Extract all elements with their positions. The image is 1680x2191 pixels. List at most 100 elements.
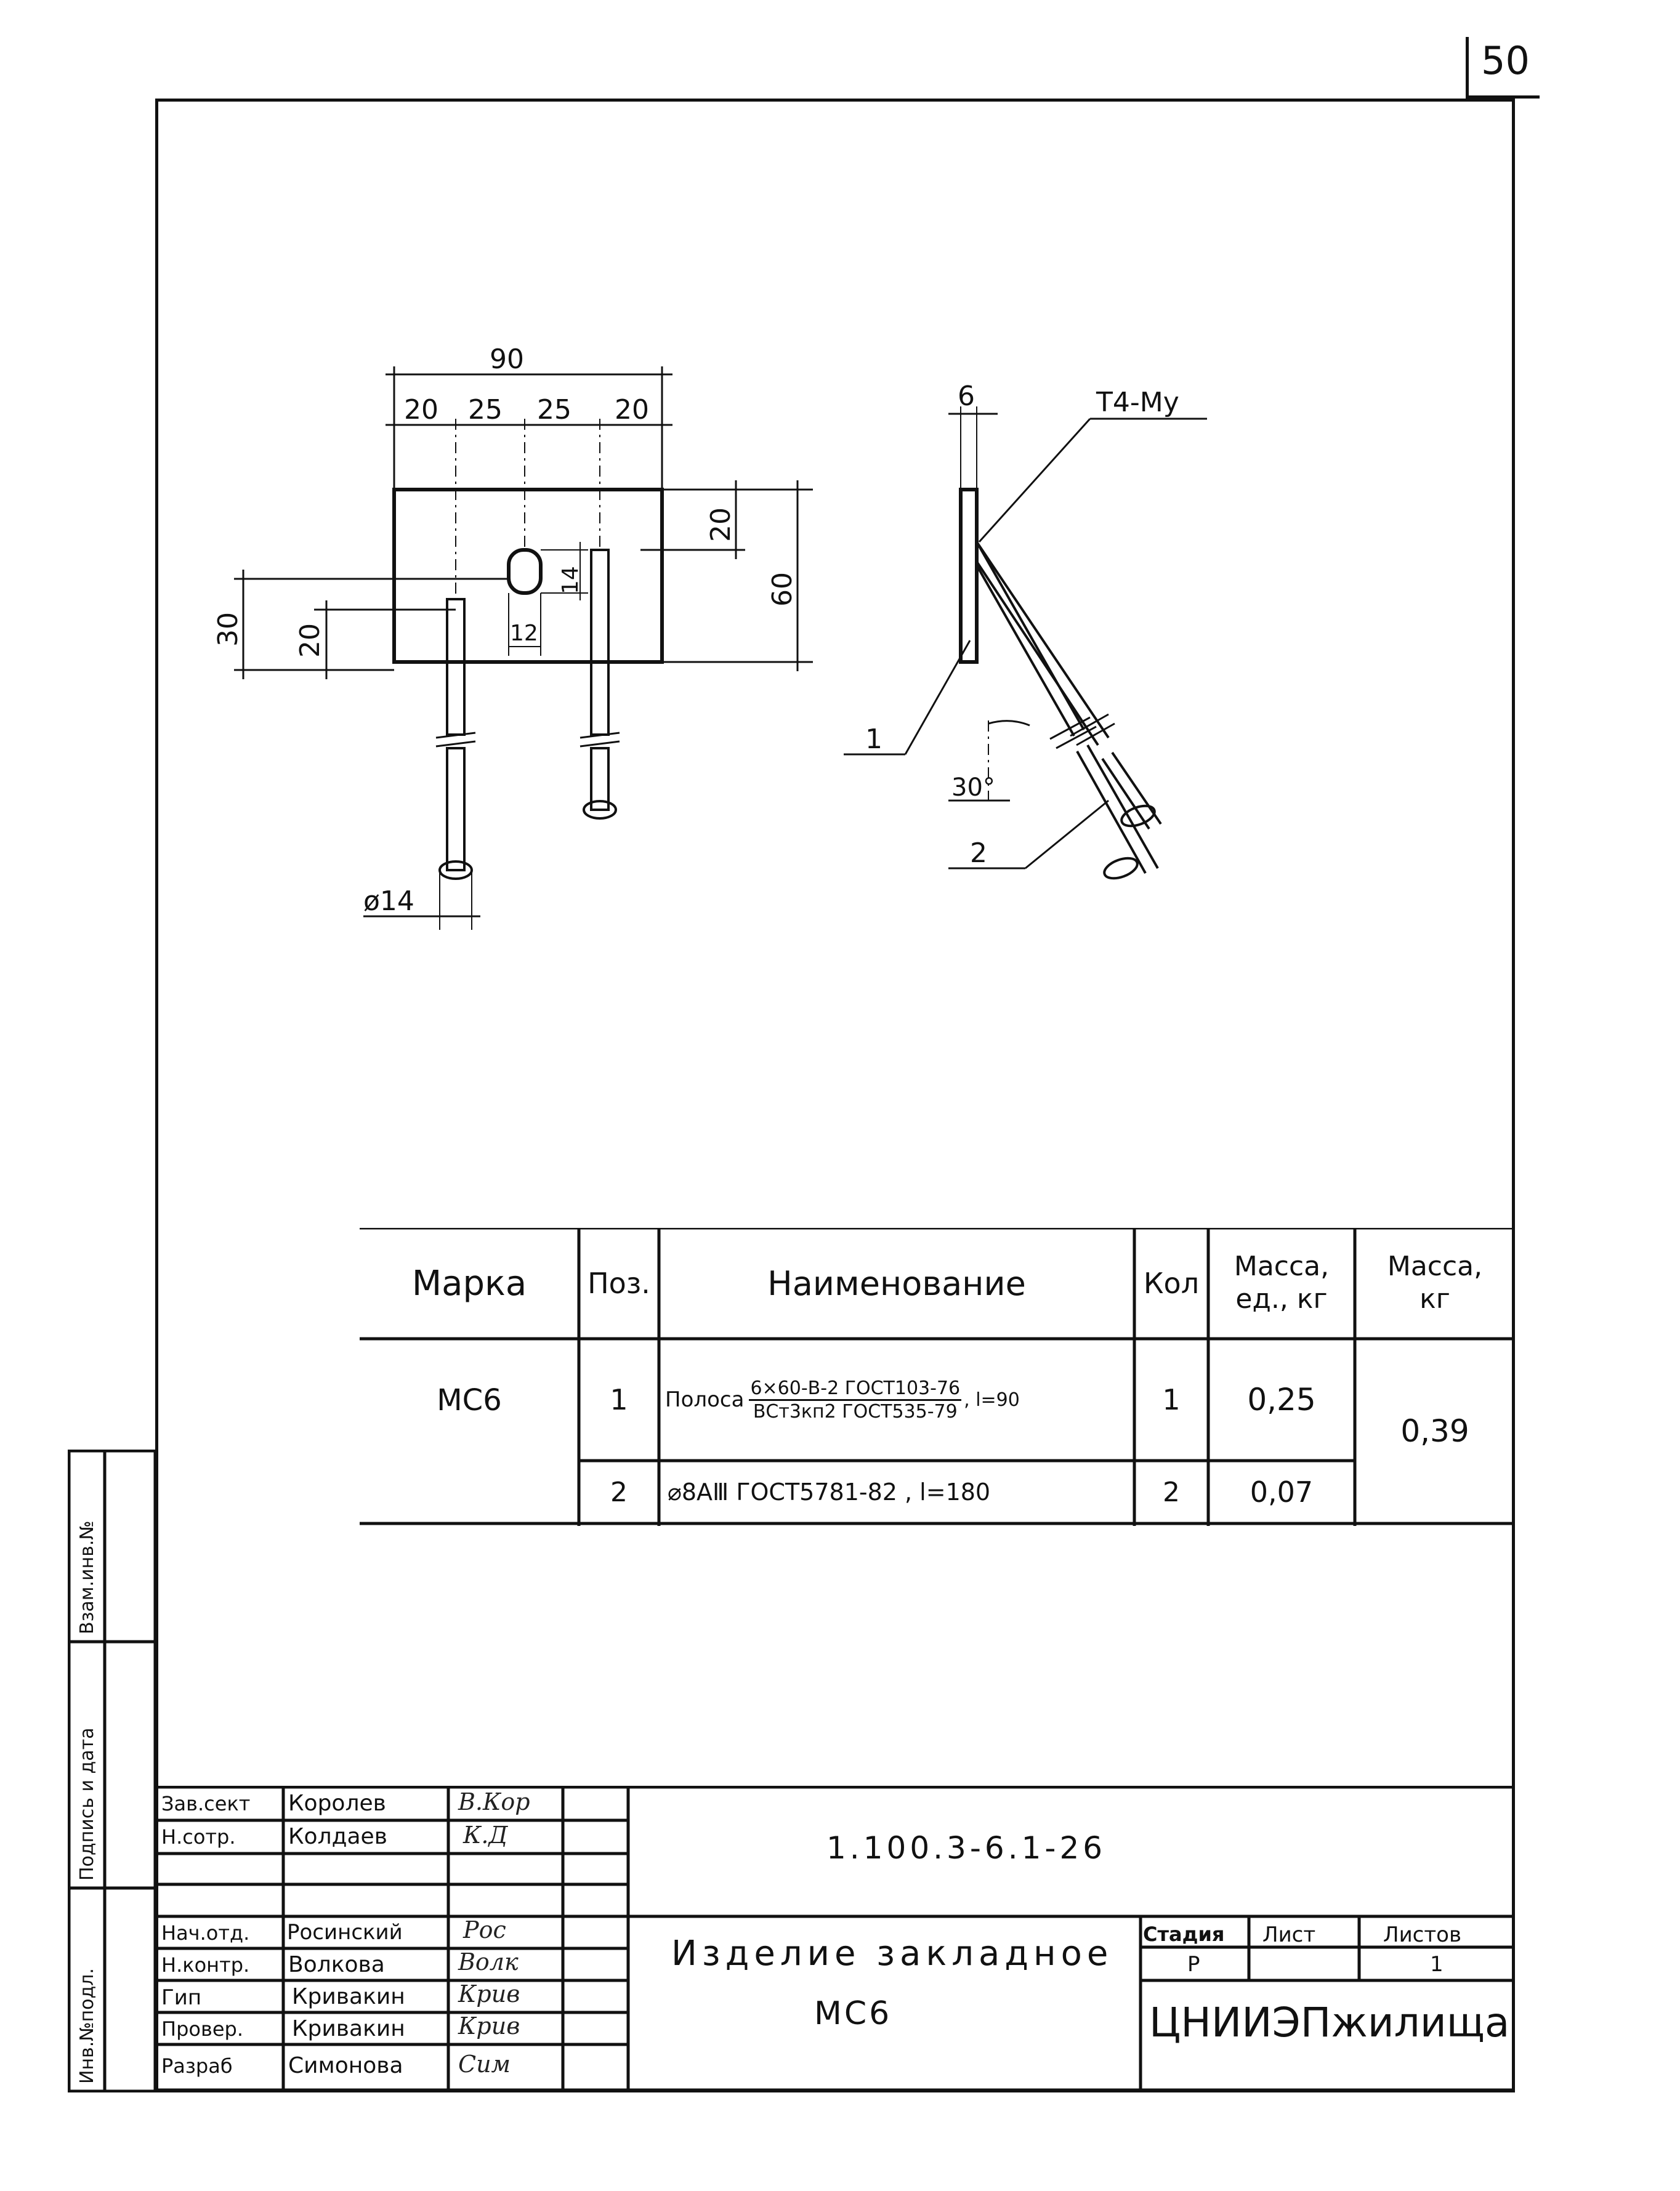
stage-label: Стадия bbox=[1143, 1923, 1225, 1946]
title-block: Зав.сект Королев В.Кор Н.сотр. Колдаев К… bbox=[155, 1786, 1515, 2092]
drawing-title-line1: Изделие закладное bbox=[671, 1934, 1113, 1974]
name-7: Симонова bbox=[288, 2053, 403, 2078]
dim-hole-height: 14 bbox=[558, 566, 583, 594]
technical-drawing: 90 20 25 25 20 12 ø14 20 60 30 20 14 bbox=[212, 344, 1207, 930]
row2-name: ⌀8АⅢ ГОСТ5781-82 , l=180 bbox=[659, 1461, 1134, 1523]
sheets-value: 1 bbox=[1430, 1952, 1444, 1977]
role-4: Н.контр. bbox=[161, 1953, 250, 1977]
row1-name-prefix: Полоса bbox=[665, 1387, 745, 1412]
row1-pos: 1 bbox=[579, 1339, 659, 1461]
role-6: Провер. bbox=[161, 2017, 243, 2041]
total-mass-value: 0,39 bbox=[1400, 1413, 1469, 1449]
plan-view bbox=[234, 366, 813, 930]
name-3: Росинский bbox=[287, 1920, 403, 1945]
role-5: Гип bbox=[161, 1985, 202, 2010]
side-stamp-replace-inv: Взам.инв.№ bbox=[76, 1520, 98, 1634]
spec-grid bbox=[360, 1228, 1515, 1526]
side-stamp-signature-date: Подпись и дата bbox=[76, 1727, 98, 1881]
callout-pos1: 1 bbox=[865, 724, 882, 755]
dim-left-outer: 30 bbox=[212, 612, 244, 647]
dim-top-offset: 20 bbox=[705, 507, 737, 542]
plan-dimension-labels: 90 20 25 25 20 12 ø14 20 60 30 20 14 bbox=[212, 344, 798, 917]
name-5: Кривакин bbox=[292, 1984, 405, 2009]
sheet-number-divider bbox=[1466, 37, 1469, 97]
cell-mark: МС6 bbox=[360, 1339, 579, 1462]
row1-pos-text: 1 bbox=[610, 1383, 628, 1416]
row2-name-text: ⌀8АⅢ ГОСТ5781-82 , l=180 bbox=[668, 1479, 991, 1506]
row1-qty: 1 bbox=[1134, 1339, 1208, 1461]
header-total-mass: Масса, кг bbox=[1355, 1228, 1515, 1339]
row2-unit-mass: 0,07 bbox=[1208, 1461, 1355, 1523]
header-mark-text: Марка bbox=[411, 1263, 527, 1304]
row1-name-numerator: 6×60-В-2 ГОСТ103-76 bbox=[749, 1378, 962, 1401]
sheet-number-underline bbox=[1466, 95, 1540, 99]
header-qty: Кол bbox=[1134, 1228, 1208, 1339]
row2-pos: 2 bbox=[579, 1461, 659, 1523]
header-total-mass-line2: кг bbox=[1420, 1283, 1450, 1315]
name-0: Королев bbox=[288, 1791, 386, 1816]
stage-value: Р bbox=[1187, 1952, 1200, 1977]
signature-6: Крив bbox=[458, 2012, 520, 2040]
header-name-text: Наименование bbox=[767, 1264, 1026, 1303]
dim-seg3: 25 bbox=[537, 394, 571, 426]
signature-5: Крив bbox=[458, 1980, 520, 2007]
title-block-grid bbox=[155, 1786, 1515, 2092]
dim-left-inner: 20 bbox=[294, 623, 326, 658]
side-view bbox=[844, 406, 1207, 880]
cell-total-mass: 0,39 bbox=[1355, 1339, 1515, 1523]
side-stamp-inv-number: Инв.№подл. bbox=[76, 1968, 98, 2084]
side-bar-end-1 bbox=[1120, 804, 1156, 828]
plate-outline bbox=[392, 488, 664, 664]
row1-name-fraction: 6×60-В-2 ГОСТ103-76 ВСт3кп2 ГОСТ535-79 bbox=[749, 1378, 962, 1422]
slot-hole bbox=[507, 548, 543, 595]
document-code: 1.100.3-6.1-26 bbox=[826, 1830, 1107, 1866]
header-qty-text: Кол bbox=[1143, 1267, 1200, 1300]
specification-table: Марка Поз. Наименование Кол Масса, ед., … bbox=[360, 1228, 1515, 1526]
weld-mark: Т4-Му bbox=[1096, 387, 1179, 418]
row1-name: Полоса 6×60-В-2 ГОСТ103-76 ВСт3кп2 ГОСТ5… bbox=[659, 1339, 1134, 1461]
dim-bar-diameter: ø14 bbox=[363, 886, 414, 917]
row1-unit-mass: 0,25 bbox=[1208, 1339, 1355, 1461]
row1-name-denominator: ВСт3кп2 ГОСТ535-79 bbox=[753, 1400, 958, 1422]
signature-1: К.Д bbox=[463, 1822, 508, 1849]
role-0: Зав.сект bbox=[161, 1792, 251, 1815]
name-6: Кривакин bbox=[292, 2016, 405, 2041]
header-pos: Поз. bbox=[579, 1228, 659, 1339]
header-total-mass-line1: Масса, bbox=[1387, 1251, 1483, 1283]
header-unit-mass-line2: ед., кг bbox=[1235, 1283, 1328, 1315]
dim-seg2: 25 bbox=[468, 394, 503, 426]
header-unit-mass-line1: Масса, bbox=[1234, 1251, 1330, 1283]
role-1: Н.сотр. bbox=[161, 1825, 236, 1849]
bar-end-right bbox=[583, 800, 617, 820]
sheet-number: 50 bbox=[1481, 38, 1530, 83]
header-name: Наименование bbox=[659, 1228, 1134, 1339]
callout-pos2: 2 bbox=[970, 837, 987, 869]
anchor-bar-right-lower bbox=[590, 747, 610, 811]
mark-value: МС6 bbox=[437, 1383, 502, 1418]
sheet-label: Лист bbox=[1262, 1923, 1316, 1947]
row1-unit-mass-text: 0,25 bbox=[1247, 1382, 1316, 1418]
name-1: Колдаев bbox=[288, 1824, 387, 1849]
row2-qty-text: 2 bbox=[1163, 1476, 1180, 1508]
row2-qty: 2 bbox=[1134, 1461, 1208, 1523]
row1-qty-text: 1 bbox=[1162, 1383, 1181, 1416]
dim-seg1: 20 bbox=[404, 394, 438, 426]
organization: ЦНИИЭПжилища bbox=[1149, 1999, 1510, 2046]
header-pos-text: Поз. bbox=[588, 1267, 650, 1300]
signature-3: Рос bbox=[463, 1916, 506, 1943]
plate-side bbox=[959, 488, 979, 664]
dim-plate-thickness: 6 bbox=[958, 381, 975, 412]
dim-seg4: 20 bbox=[615, 394, 649, 426]
row1-name-suffix: , l=90 bbox=[964, 1389, 1020, 1411]
role-3: Нач.отд. bbox=[161, 1921, 250, 1945]
dim-height: 60 bbox=[767, 572, 798, 607]
side-stamp-grid bbox=[68, 1450, 155, 2092]
sheets-label: Листов bbox=[1383, 1923, 1462, 1947]
drawing-title-line2: МС6 bbox=[814, 1995, 892, 2032]
name-4: Волкова bbox=[288, 1952, 385, 1977]
signature-7: Сим bbox=[458, 2051, 511, 2078]
header-mark: Марка bbox=[360, 1228, 579, 1339]
anchor-bar-left-lower bbox=[446, 747, 466, 871]
anchor-bar-left bbox=[446, 598, 466, 736]
row2-pos-text: 2 bbox=[610, 1476, 628, 1508]
